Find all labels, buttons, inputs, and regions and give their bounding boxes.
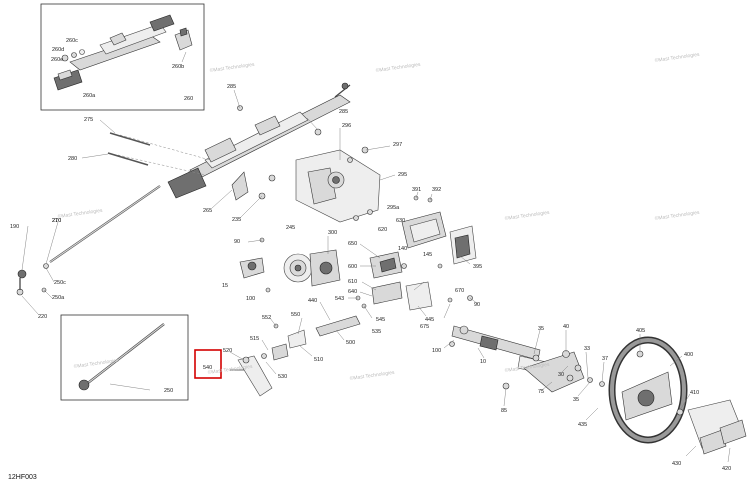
inset-label-260b: 260b — [172, 64, 184, 70]
label-296: 296 — [342, 123, 351, 129]
label-145: 145 — [423, 252, 432, 258]
label-40: 40 — [563, 324, 569, 330]
label-15: 15 — [222, 283, 228, 289]
steering-rack-drawing — [167, 82, 351, 199]
label-210: 210 — [52, 218, 61, 224]
label-250a: 250a — [52, 295, 65, 301]
label-620: 620 — [378, 227, 387, 233]
inset-label-250: 250 — [164, 388, 173, 394]
label-90a: 90 — [234, 239, 240, 245]
label-515: 515 — [250, 336, 259, 342]
label-420: 420 — [722, 466, 731, 472]
label-610: 610 — [348, 279, 357, 285]
label-391: 391 — [412, 187, 421, 193]
label-295: 295 — [398, 172, 407, 178]
module-box-drawing — [401, 195, 477, 269]
label-35a: 35 — [538, 326, 544, 332]
svg-text:©Mast Technologies: ©Mast Technologies — [654, 51, 700, 64]
svg-text:©Mast Technologies: ©Mast Technologies — [349, 369, 395, 382]
label-550: 550 — [291, 312, 300, 318]
label-250c: 250c — [54, 280, 66, 286]
label-265: 265 — [203, 208, 212, 214]
label-297: 297 — [393, 142, 402, 148]
svg-text:©Mast Technologies: ©Mast Technologies — [654, 209, 700, 222]
inset-tie-rod-drawing — [78, 323, 165, 391]
label-650: 650 — [348, 241, 357, 247]
label-552: 552 — [262, 315, 271, 321]
label-75: 75 — [538, 389, 544, 395]
label-280: 280 — [68, 156, 77, 162]
label-500: 500 — [346, 340, 355, 346]
label-440: 440 — [308, 298, 317, 304]
label-220: 220 — [38, 314, 47, 320]
bracket-set-drawing — [261, 251, 473, 361]
label-430: 430 — [672, 461, 681, 467]
tie-rod-end-drawing — [16, 263, 49, 296]
label-675: 675 — [420, 324, 429, 330]
motor-assembly-drawing — [239, 237, 341, 293]
label-35b: 35 — [573, 397, 579, 403]
label-530: 530 — [278, 374, 287, 380]
inset-label-260e: 260e — [51, 57, 63, 63]
label-640: 640 — [348, 289, 357, 295]
inset-label-260c: 260c — [66, 38, 78, 44]
inset-label-260d: 260d — [52, 47, 64, 53]
label-30: 30 — [558, 372, 564, 378]
label-100b: 100 — [432, 348, 441, 354]
label-10: 10 — [480, 359, 486, 365]
highlight-label-540: 540 — [203, 365, 212, 371]
label-275: 275 — [84, 117, 93, 123]
label-545: 545 — [376, 317, 385, 323]
label-295a: 295a — [387, 205, 400, 211]
label-245: 245 — [286, 225, 295, 231]
arm-part-drawing — [230, 355, 273, 397]
label-190: 190 — [10, 224, 19, 230]
label-37: 37 — [602, 356, 608, 362]
label-235: 235 — [232, 217, 241, 223]
label-510: 510 — [314, 357, 323, 363]
svg-text:©Mast Technologies: ©Mast Technologies — [209, 61, 255, 74]
label-270: 270 — [52, 218, 61, 224]
label-285a: 285 — [227, 84, 236, 90]
svg-text:©Mast Technologies: ©Mast Technologies — [504, 209, 550, 222]
label-445: 445 — [425, 317, 434, 323]
label-670: 670 — [455, 288, 464, 294]
steering-shaft-drawing — [449, 325, 605, 393]
highlight-box-540 — [194, 349, 222, 379]
label-140: 140 — [398, 246, 407, 252]
hub-cover-drawing — [687, 399, 747, 455]
inset-label-260: 260 — [184, 96, 193, 102]
label-435: 435 — [578, 422, 587, 428]
label-90b: 90 — [474, 302, 480, 308]
label-410: 410 — [690, 390, 699, 396]
leader-lines — [21, 89, 731, 463]
label-85: 85 — [501, 408, 507, 414]
label-600: 600 — [348, 264, 357, 270]
label-400: 400 — [684, 352, 693, 358]
label-405: 405 — [636, 328, 645, 334]
label-100a: 100 — [246, 296, 255, 302]
inset-rack-drawing — [53, 14, 193, 91]
label-300: 300 — [328, 230, 337, 236]
label-285b: 285 — [339, 109, 348, 115]
label-395: 395 — [473, 264, 482, 270]
label-543: 543 — [335, 296, 344, 302]
label-33: 33 — [584, 346, 590, 352]
svg-text:©Mast Technologies: ©Mast Technologies — [57, 207, 103, 220]
label-630: 630 — [396, 218, 405, 224]
diagram-code: 12HF003 — [8, 474, 37, 481]
inset-rack-detail-frame — [40, 3, 205, 111]
svg-text:©Mast Technologies: ©Mast Technologies — [375, 61, 421, 74]
label-520: 520 — [223, 348, 232, 354]
label-392: 392 — [432, 187, 441, 193]
inset-label-260a: 260a — [83, 93, 96, 99]
column-bracket-drawing — [295, 146, 381, 223]
steering-wheel-drawing — [608, 336, 688, 444]
label-535: 535 — [372, 329, 381, 335]
